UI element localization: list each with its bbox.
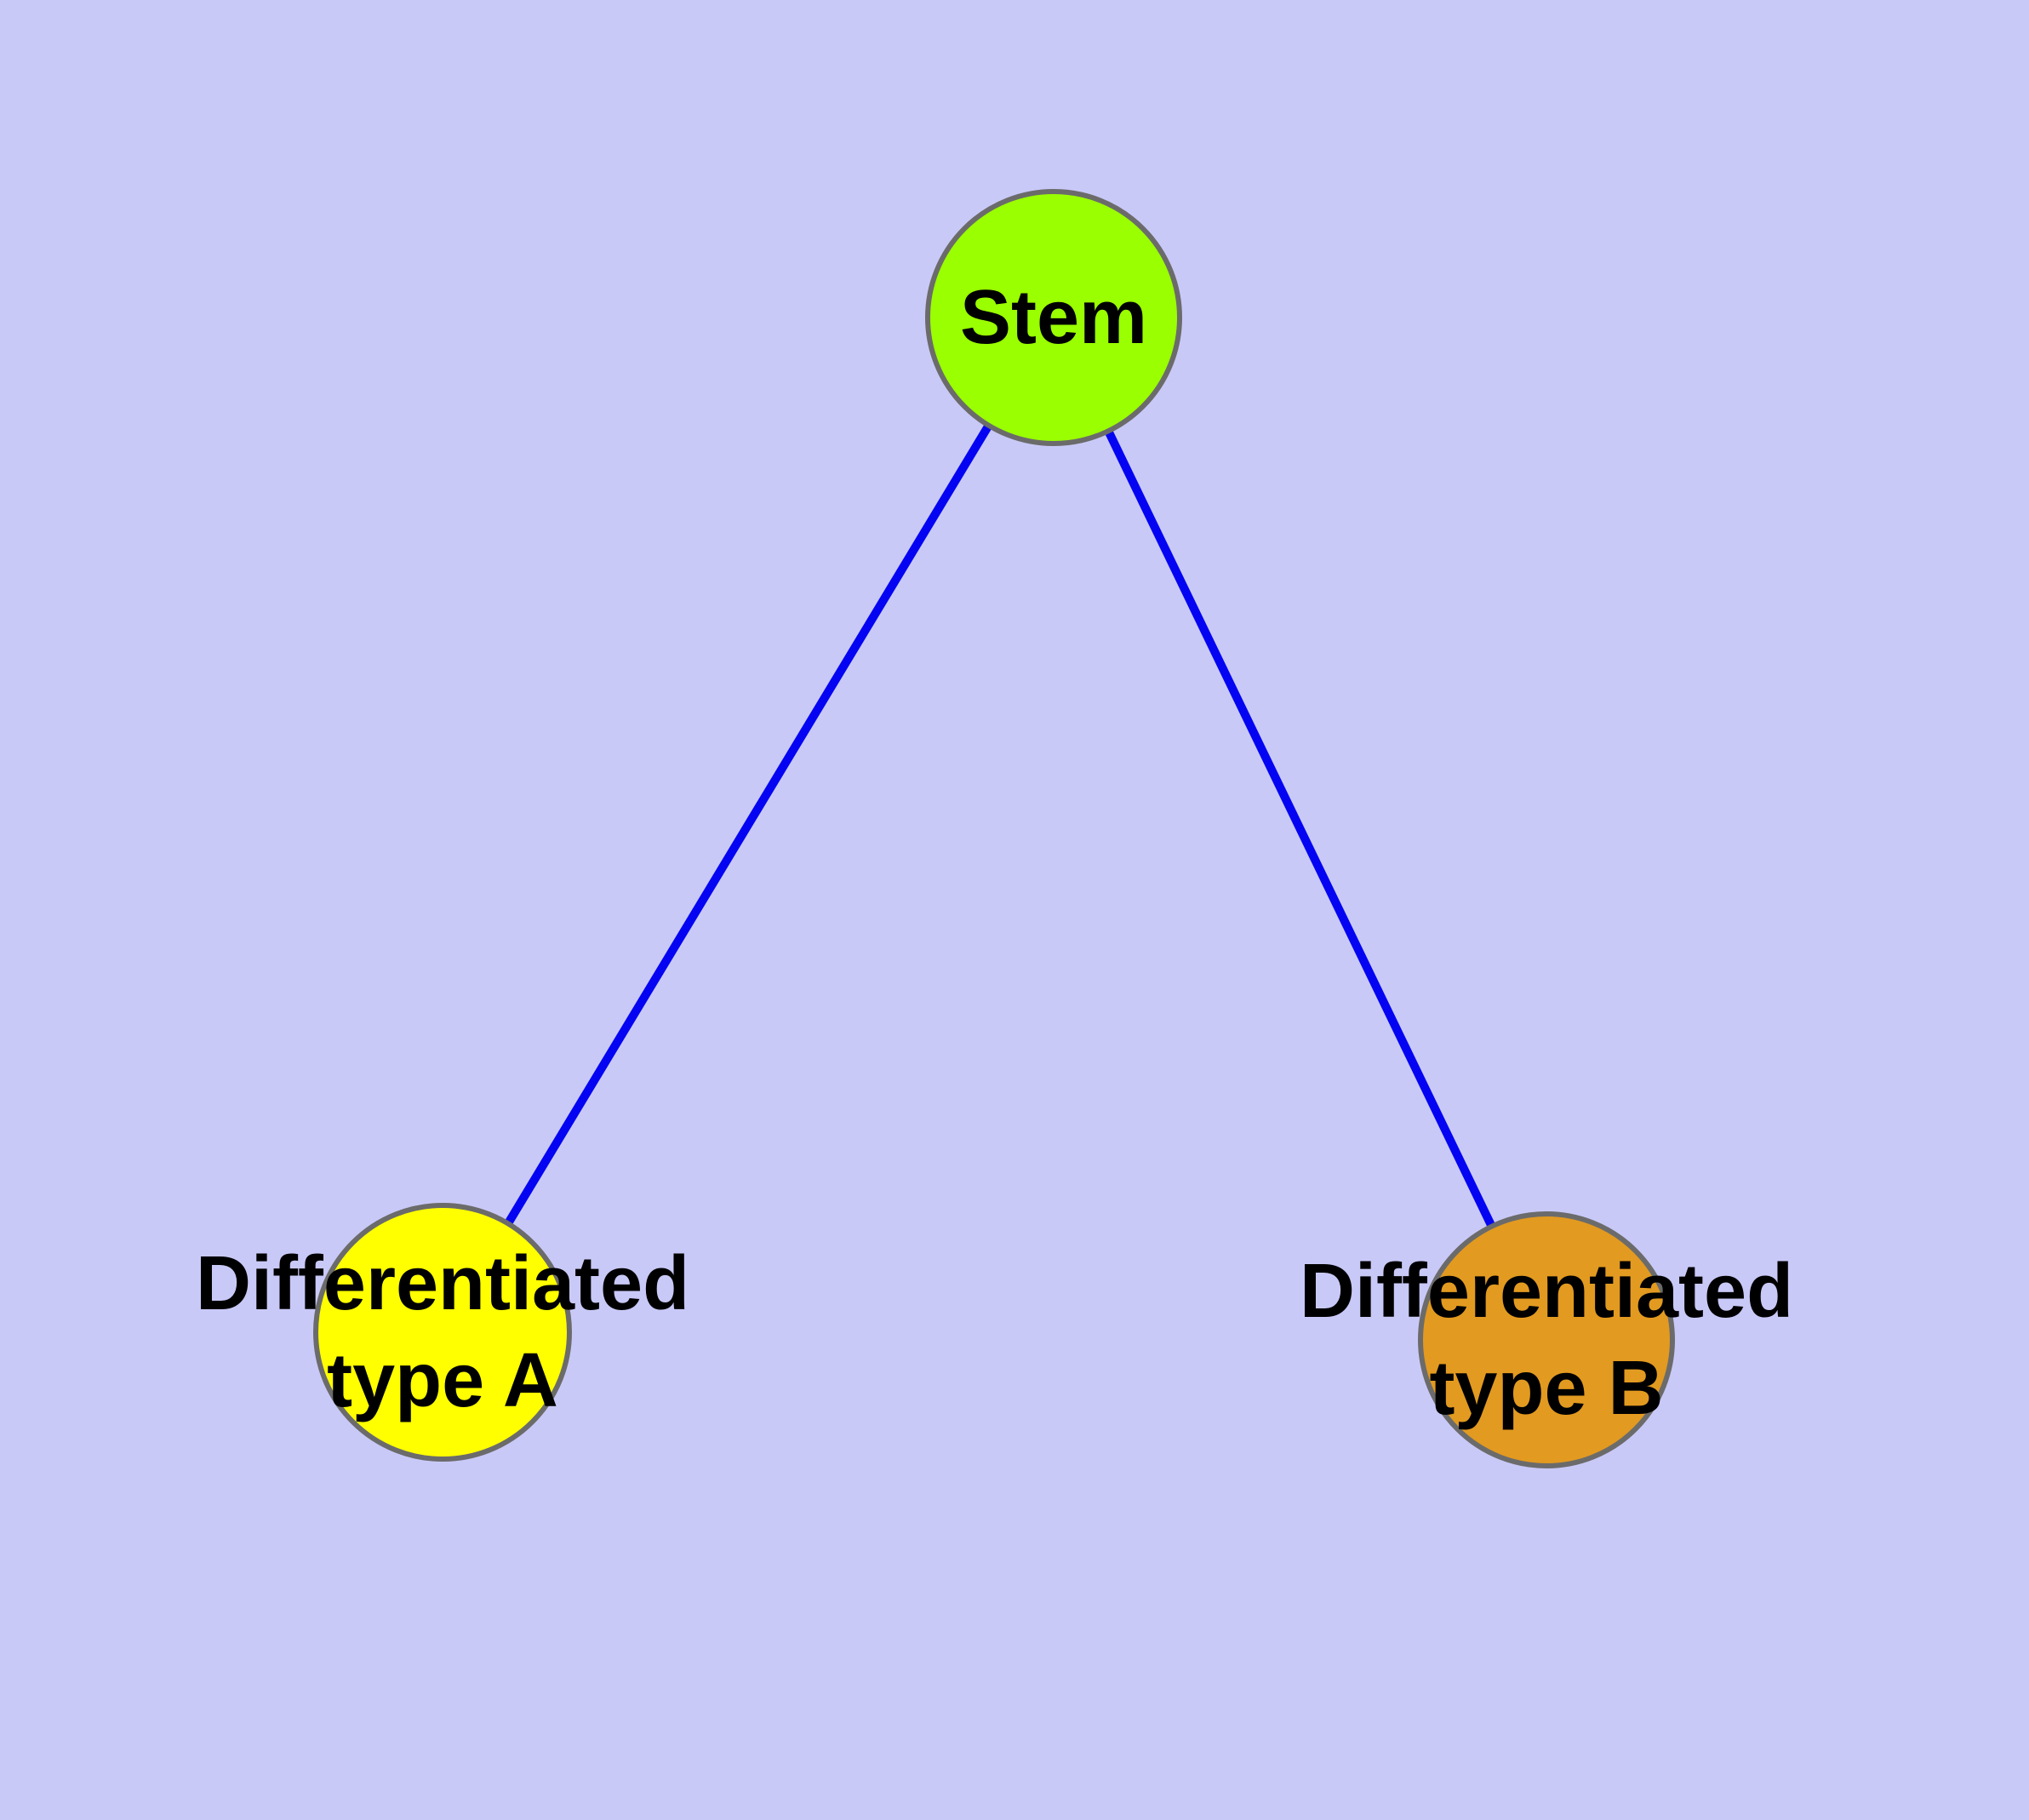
- node-stem-label-line-1: Stem: [959, 275, 1148, 360]
- node-type-a-label-line-1: Differentiated: [195, 1241, 690, 1326]
- node-type-a-label-line-2: type A: [327, 1338, 558, 1423]
- node-type-b-label-line-1: Differentiated: [1299, 1249, 1794, 1334]
- node-type-a: [313, 1203, 572, 1462]
- node-stem-label: Stem: [960, 269, 1147, 366]
- node-stem: [925, 189, 1182, 446]
- node-type-b-label: Differentiated type B: [1300, 1243, 1793, 1437]
- edge-stem-type-a: [438, 315, 1058, 1335]
- node-type-b-label-line-2: type B: [1429, 1346, 1664, 1431]
- node-type-b: [1418, 1211, 1675, 1468]
- edge-stem-type-b: [1049, 315, 1551, 1342]
- node-type-a-label: Differentiated type A: [196, 1235, 689, 1429]
